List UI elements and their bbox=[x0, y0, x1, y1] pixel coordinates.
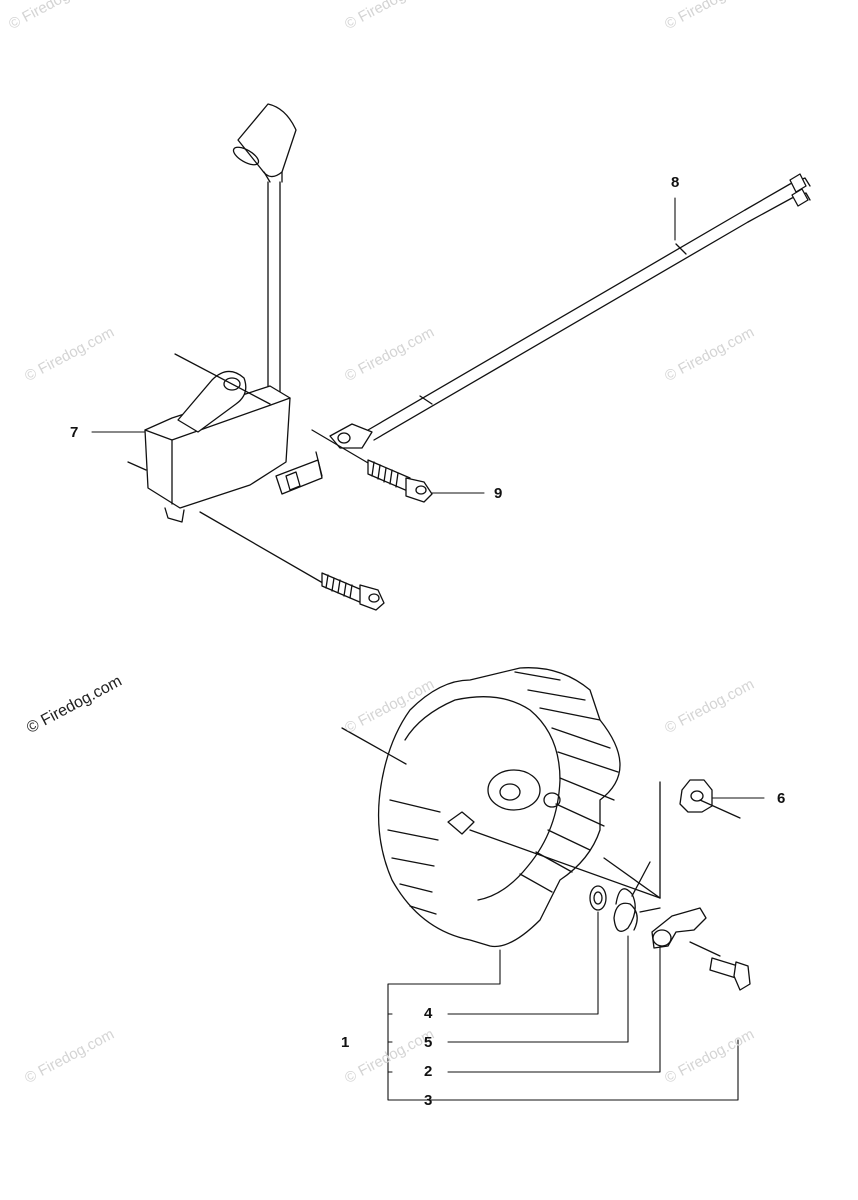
leader-lines bbox=[91, 197, 765, 1101]
callout-9: 9 bbox=[494, 485, 503, 502]
callout-4: 4 bbox=[424, 1005, 433, 1022]
callout-3: 3 bbox=[424, 1092, 433, 1109]
callout-1: 1 bbox=[341, 1034, 350, 1051]
pawl-spring bbox=[613, 861, 661, 932]
pawl-screw bbox=[689, 941, 751, 991]
short-circuit-cable bbox=[275, 173, 811, 495]
washer bbox=[589, 885, 607, 911]
callout-7: 7 bbox=[70, 424, 79, 441]
callout-6: 6 bbox=[777, 790, 786, 807]
flywheel-nut bbox=[659, 779, 741, 899]
callout-5: 5 bbox=[424, 1034, 433, 1051]
ignition-module bbox=[127, 103, 385, 611]
flywheel bbox=[341, 667, 661, 948]
callout-8: 8 bbox=[671, 174, 680, 191]
module-screw bbox=[311, 429, 433, 503]
callout-2: 2 bbox=[424, 1063, 433, 1080]
starter-pawl bbox=[651, 907, 707, 949]
